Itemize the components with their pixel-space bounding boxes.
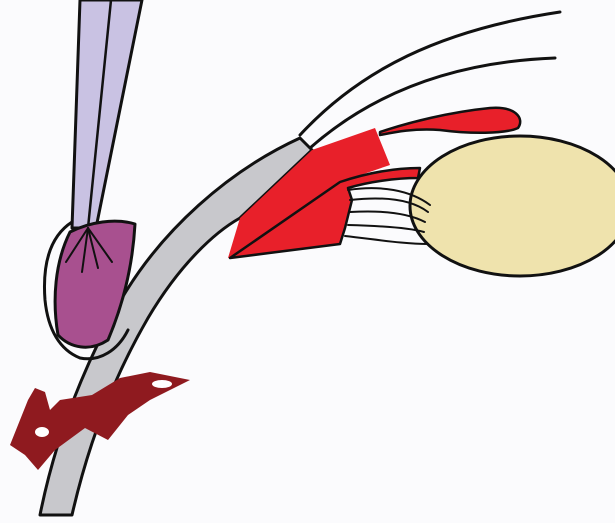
lens (410, 136, 615, 276)
white-spot-right (152, 380, 172, 388)
white-spot-left (35, 427, 49, 437)
